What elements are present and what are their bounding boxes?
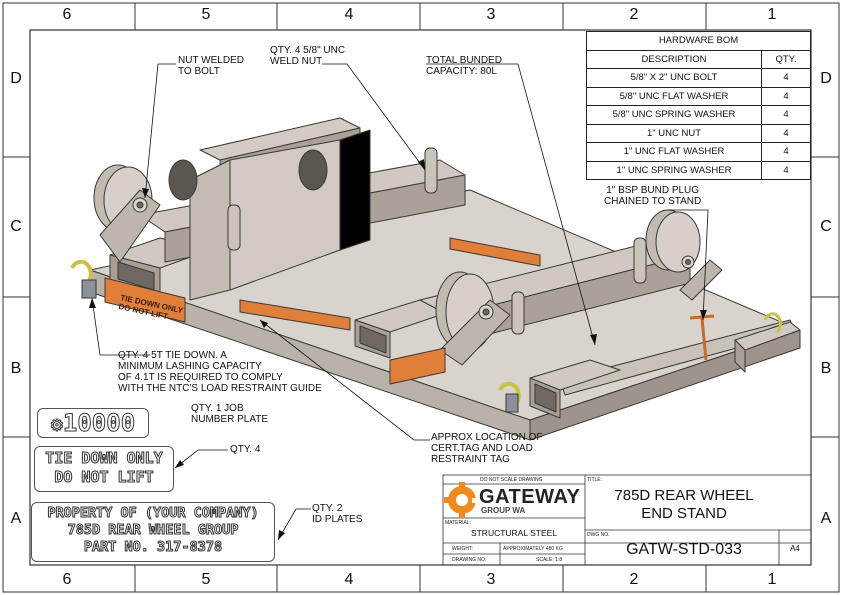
bom-desc: 5/8" UNC FLAT WASHER: [586, 86, 762, 106]
sticker-front: [389, 347, 446, 385]
tab-4: [511, 291, 525, 335]
zone-row-d-right: D: [820, 70, 832, 87]
drawing-no-label: DRAWING NO.: [452, 557, 487, 563]
zone-col-5-top: 5: [201, 6, 211, 23]
sticker-left: [104, 277, 186, 323]
id-plate-line2: 785D REAR WHEEL GROUP: [67, 522, 239, 539]
lug-plate-mid: [439, 299, 511, 366]
bom-qty: 4: [761, 142, 811, 162]
bom-qty: 4: [761, 160, 811, 180]
tie-down-plate: TIE DOWN ONLY DO NOT LIFT: [34, 446, 174, 492]
sticker-rear: [449, 237, 541, 267]
callout-id-plates: QTY. 2 ID PLATES: [312, 503, 363, 525]
bom-desc: 1" UNC SPRING WASHER: [586, 160, 762, 180]
bom-desc: 1" UNC NUT: [586, 123, 762, 143]
id-plate-line1: PROPERTY OF (YOUR COMPANY): [47, 505, 259, 522]
zone-row-a-left: A: [10, 510, 22, 527]
dwg-number: GATW-STD-033: [626, 541, 742, 558]
bom-desc: 1" UNC FLAT WASHER: [586, 142, 762, 162]
callout-job-plate: QTY. 1 JOB NUMBER PLATE: [191, 403, 269, 425]
zone-col-5-bottom: 5: [201, 571, 211, 588]
callout-tie-qty: QTY. 4: [230, 444, 261, 455]
title-block-grid: [442, 474, 812, 566]
dwg-no-label: DWG NO.: [587, 532, 610, 538]
zone-row-b-right: B: [820, 360, 832, 377]
job-number-plate: ⚙10000: [37, 408, 149, 438]
leader-arrows: [89, 159, 707, 540]
tab-3: [633, 237, 647, 284]
bom-qty: 4: [761, 68, 811, 88]
sheet-size: A4: [790, 544, 800, 553]
sticker-deck: [239, 299, 351, 331]
zone-col-2-bottom: 2: [629, 571, 639, 588]
job-number: 10000: [62, 409, 136, 438]
zone-col-6-bottom: 6: [62, 571, 72, 588]
brand-subtitle: GROUP WA: [481, 506, 526, 515]
bom-header-description: DESCRIPTION: [586, 49, 762, 69]
bom-header-qty: QTY.: [761, 49, 811, 69]
zone-col-2-top: 2: [629, 6, 639, 23]
bom-desc: 5/8" X 2" UNC BOLT: [586, 68, 762, 88]
lug-plate-right: [679, 259, 723, 301]
zone-row-c-left: C: [10, 218, 22, 235]
weight-value: APPROXIMATELY 480 KG: [503, 546, 563, 552]
zone-col-4-top: 4: [344, 6, 354, 23]
stand-model: [70, 117, 801, 441]
tie-down-plate-line1: TIE DOWN ONLY: [45, 449, 163, 468]
zone-row-c-right: C: [820, 218, 832, 235]
gateway-g-icon: ⚙: [50, 412, 63, 437]
id-plate: PROPERTY OF (YOUR COMPANY) 785D REAR WHE…: [31, 502, 275, 562]
zone-col-3-top: 3: [486, 6, 496, 23]
base-deck-side: [529, 329, 801, 441]
do-not-scale-note: DO NOT SCALE DRAWING: [480, 477, 543, 483]
leader-lines: [91, 63, 709, 541]
zone-col-3-bottom: 3: [486, 571, 496, 588]
callout-nut-welded: NUT WELDED TO BOLT: [178, 55, 244, 77]
drawing-title: 785D REAR WHEEL END STAND: [614, 487, 754, 522]
bom-qty: 4: [761, 105, 811, 125]
zone-col-1-bottom: 1: [767, 571, 777, 588]
title-label: TITLE:: [587, 477, 603, 483]
tie-down-right: [763, 312, 782, 334]
brand-name: GATEWAY: [479, 486, 581, 508]
zone-col-4-bottom: 4: [344, 571, 354, 588]
gateway-gear-icon: [444, 482, 480, 518]
tab-1: [227, 204, 241, 251]
id-plate-line3: PART NO. 317-8378: [83, 539, 223, 556]
zone-col-6-top: 6: [62, 6, 72, 23]
zone-ticks: [3, 3, 839, 592]
callout-tie-down: QTY. 4 5T TIE DOWN. A MINIMUM LASHING CA…: [118, 350, 322, 394]
callout-bund-plug: 1" BSP BUND PLUG CHAINED TO STAND: [604, 185, 702, 207]
tie-down-plate-line2: DO NOT LIFT: [54, 468, 154, 487]
scale-value: SCALE: 1:8: [536, 557, 563, 563]
bom-qty: 4: [761, 123, 811, 143]
zone-row-d-left: D: [10, 70, 22, 87]
callout-cert-tag: APPROX LOCATION OF CERT.TAG AND LOAD RES…: [431, 432, 543, 465]
material-label: MATERIAL:: [445, 520, 472, 526]
tab-2: [424, 147, 438, 194]
callout-weld-nut: QTY. 4 5/8" UNC WELD NUT: [270, 45, 346, 67]
zone-row-a-right: A: [820, 510, 832, 527]
material-value: STRUCTURAL STEEL: [470, 528, 558, 538]
zone-row-b-left: B: [10, 360, 22, 377]
bund-plug: [689, 314, 715, 320]
bom-qty: 4: [761, 86, 811, 106]
callout-bunded-capacity: TOTAL BUNDED CAPACITY: 80L: [426, 55, 502, 77]
weight-label: WEIGHT:: [452, 546, 473, 552]
bom-title: HARDWARE BOM: [586, 31, 811, 51]
zone-col-1-top: 1: [767, 6, 777, 23]
bom-desc: 5/8" UNC SPRING WASHER: [586, 105, 762, 125]
